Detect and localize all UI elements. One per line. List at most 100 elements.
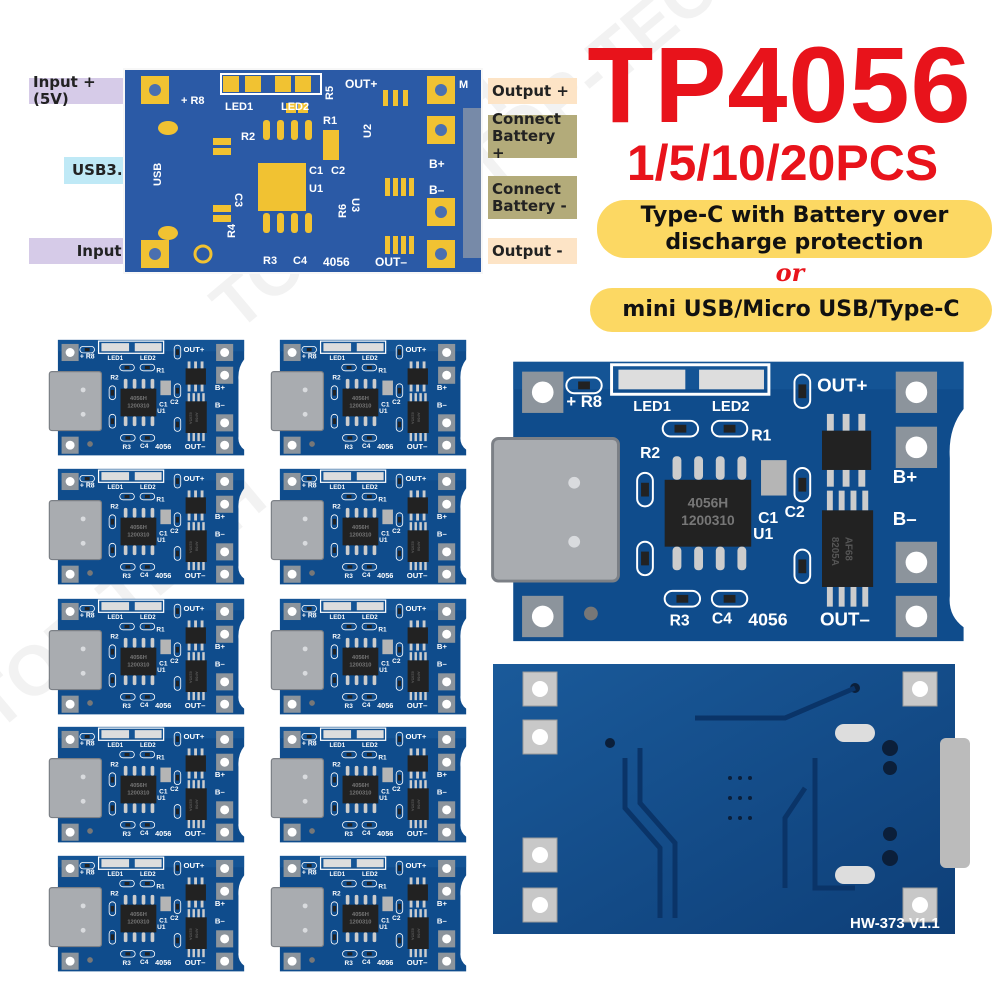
chip-marking: 1200310 — [127, 790, 149, 796]
pcb-diagram: + R8 LED1 LED2 OUT+ M R1 R2 C1 C2 U1 B+ … — [123, 68, 483, 274]
silk-led2: LED2 — [140, 871, 156, 878]
silk-b-minus: B– — [215, 529, 226, 538]
label-output-minus: Output - — [488, 238, 577, 264]
silk-out-plus: OUT+ — [184, 732, 205, 741]
silk-c4: C4 — [140, 830, 149, 837]
chip2-marking: 8205A — [411, 799, 416, 811]
silk-model: 4056 — [155, 701, 171, 710]
silk-model: 4056 — [377, 958, 393, 967]
silk-out-minus: OUT– — [185, 829, 206, 838]
silk-r3: R3 — [123, 444, 132, 451]
silk-b-plus: B+ — [215, 512, 226, 521]
silk-led1: LED1 — [108, 355, 124, 362]
silk-r2: R2 — [110, 762, 119, 769]
silk-c1: C1 — [381, 531, 390, 538]
pcb-back-photo: HW-373 V1.1 — [493, 664, 970, 934]
silk-r1: R1 — [156, 367, 165, 374]
silk-u1: U1 — [753, 526, 773, 543]
silk-c2: C2 — [170, 399, 179, 406]
or-text: or — [775, 258, 805, 287]
silk-b-minus: B– — [215, 787, 226, 796]
silk-c4: C4 — [362, 443, 371, 450]
silk-r8: + R8 — [80, 354, 95, 361]
product-title: TP4056 — [587, 24, 972, 145]
silk-c1: C1 — [159, 789, 168, 796]
chip2-marking: AF68 — [194, 671, 199, 682]
silk-b-plus: B+ — [215, 899, 226, 908]
chip2-marking: 8205A — [411, 412, 416, 424]
silk-b-minus: B– — [215, 659, 226, 668]
silk-c4: C4 — [140, 443, 149, 450]
silk-led2: LED2 — [140, 484, 156, 491]
silk-b-plus: B+ — [437, 642, 448, 651]
silk-c4: C4 — [293, 255, 308, 267]
chip-marking: 1200310 — [127, 532, 149, 538]
silk-r3: R3 — [123, 831, 132, 838]
silk-out-plus: OUT+ — [406, 732, 427, 741]
silk-c4: C4 — [362, 830, 371, 837]
silk-b-minus: B– — [215, 400, 226, 409]
chip2-marking: 8205A — [189, 671, 194, 683]
chip2-marking: AF68 — [416, 541, 421, 552]
silk-model: 4056 — [377, 571, 393, 580]
silk-b-plus: B+ — [437, 383, 448, 392]
silk-r2: R2 — [332, 634, 341, 641]
chip2-marking: 8205A — [189, 928, 194, 940]
chip2-marking: AF68 — [194, 412, 199, 423]
silk-c4: C4 — [140, 572, 149, 579]
silk-b-minus: B– — [437, 529, 448, 538]
silk-led2: LED2 — [362, 871, 378, 878]
silk-out-minus: OUT– — [820, 608, 870, 629]
silk-c1: C1 — [381, 402, 390, 409]
quantity-options: 1/5/10/20PCS — [626, 135, 939, 191]
silk-led1: LED1 — [108, 742, 124, 749]
silk-r1: R1 — [378, 754, 387, 761]
silk-u1: U1 — [379, 537, 388, 544]
silk-led1: LED1 — [108, 614, 124, 621]
label-input-plus: Input + (5V) — [29, 74, 137, 108]
chip-marking: 4056H — [352, 783, 369, 789]
silk-r2: R2 — [241, 131, 255, 143]
silk-r3: R3 — [345, 831, 354, 838]
silk-r3: R3 — [263, 255, 277, 267]
chip-marking: 1200310 — [349, 919, 371, 925]
chip2-marking: AF68 — [416, 671, 421, 682]
silk-u1: U1 — [379, 667, 388, 674]
silk-out-minus: OUT– — [185, 958, 206, 967]
silk-led1: LED1 — [108, 871, 124, 878]
silk-model: 4056 — [155, 571, 171, 580]
chip-marking: 4056H — [352, 912, 369, 918]
silk-c1: C1 — [309, 165, 323, 177]
silk-b-plus: B+ — [429, 157, 445, 171]
silk-r3: R3 — [670, 612, 690, 629]
chip-marking: 1200310 — [127, 403, 149, 409]
silk-u3: U3 — [349, 198, 361, 212]
chip2-marking: 8205A — [189, 412, 194, 424]
silk-r3: R3 — [345, 960, 354, 967]
chip2-marking: 8205A — [411, 928, 416, 940]
silk-led1: LED1 — [108, 484, 124, 491]
silk-u1: U1 — [157, 795, 166, 802]
silk-led1: LED1 — [330, 871, 346, 878]
chip-marking: 1200310 — [681, 513, 735, 528]
feature-line-2: discharge protection — [665, 230, 924, 255]
silk-r8: + R8 — [80, 483, 95, 490]
silk-c2: C2 — [170, 658, 179, 665]
silk-r1: R1 — [751, 427, 771, 444]
silk-r8: + R8 — [302, 483, 317, 490]
silk-r1: R1 — [156, 626, 165, 633]
silk-c1: C1 — [159, 661, 168, 668]
silk-out-minus: OUT– — [375, 255, 407, 269]
silk-r3: R3 — [123, 573, 132, 580]
silk-r8: + R8 — [566, 392, 602, 411]
silk-out-minus: OUT– — [407, 442, 428, 451]
silk-u1: U1 — [379, 924, 388, 931]
silk-led2: LED2 — [281, 101, 309, 113]
silk-led2: LED2 — [362, 355, 378, 362]
silk-c4: C4 — [140, 702, 149, 709]
silk-r1: R1 — [378, 367, 387, 374]
silk-b-minus: B– — [437, 916, 448, 925]
silk-c4: C4 — [362, 959, 371, 966]
chip-marking: 4056H — [130, 783, 147, 789]
